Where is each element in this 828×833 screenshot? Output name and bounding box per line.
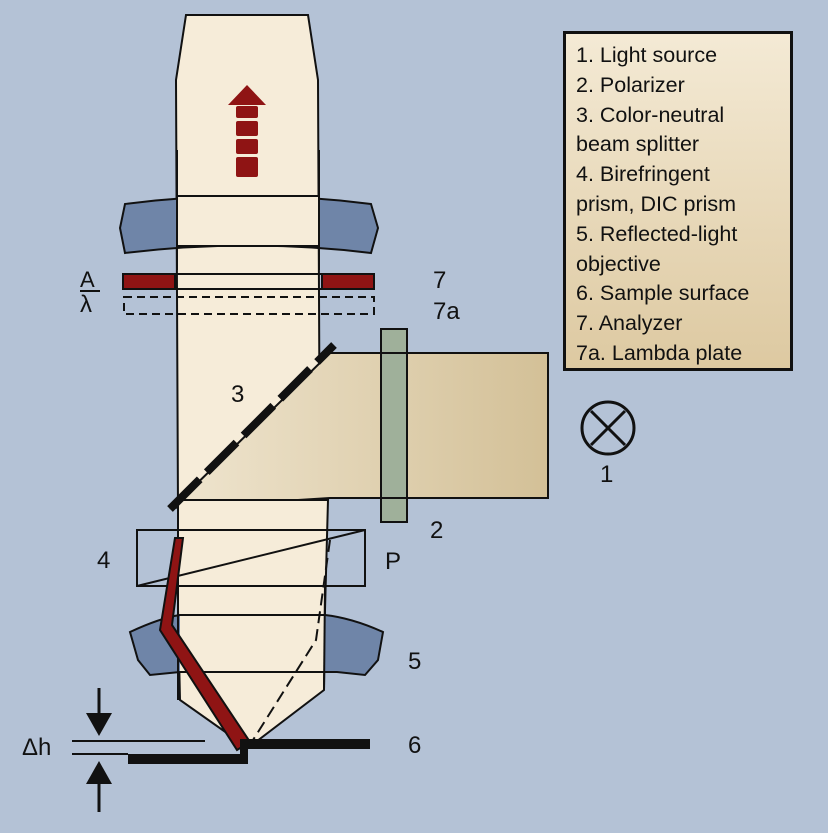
legend-box: 1. Light source 2. Polarizer 3. Color-ne… bbox=[563, 31, 793, 371]
beam-splitter bbox=[167, 342, 337, 512]
label-delta-h: Δh bbox=[22, 734, 51, 761]
analyzer-left bbox=[122, 273, 176, 290]
lambda-symbol-label: λ bbox=[80, 291, 92, 318]
tube-lens-beam-overlay bbox=[177, 196, 319, 246]
label-7a: 7a bbox=[433, 298, 460, 325]
analyzer-symbol-label: A bbox=[80, 267, 95, 292]
polarizer bbox=[380, 328, 408, 523]
legend-item: 5. Reflected-light bbox=[576, 221, 738, 246]
legend-item: 2. Polarizer bbox=[576, 72, 685, 97]
legend-item: 1. Light source bbox=[576, 43, 718, 67]
label-7: 7 bbox=[433, 267, 446, 294]
label-5: 5 bbox=[408, 648, 421, 675]
delta-h-arrows bbox=[86, 688, 112, 812]
label-2: 2 bbox=[430, 517, 443, 544]
legend-item: 7a. Lambda plate bbox=[576, 340, 743, 365]
label-4: 4 bbox=[97, 547, 110, 574]
analyzer-right bbox=[321, 273, 375, 290]
reference-ray bbox=[247, 539, 331, 749]
legend-item: 6. Sample surface bbox=[576, 281, 750, 306]
legend-item: objective bbox=[576, 251, 661, 276]
label-1: 1 bbox=[600, 461, 613, 488]
legend-item: 3. Color-neutral bbox=[576, 102, 725, 127]
light-direction-arrow bbox=[228, 85, 266, 177]
legend-item: 4. Birefringent bbox=[576, 162, 710, 187]
label-6: 6 bbox=[408, 732, 421, 759]
legend-item: prism, DIC prism bbox=[576, 191, 737, 216]
sample-surface bbox=[72, 739, 370, 764]
label-p: P bbox=[385, 548, 401, 575]
lambda-plate bbox=[123, 296, 375, 315]
label-3: 3 bbox=[231, 381, 244, 408]
light-source-icon bbox=[580, 400, 636, 456]
legend-item: 7. Analyzer bbox=[576, 311, 683, 336]
legend-item: beam splitter bbox=[576, 132, 700, 157]
